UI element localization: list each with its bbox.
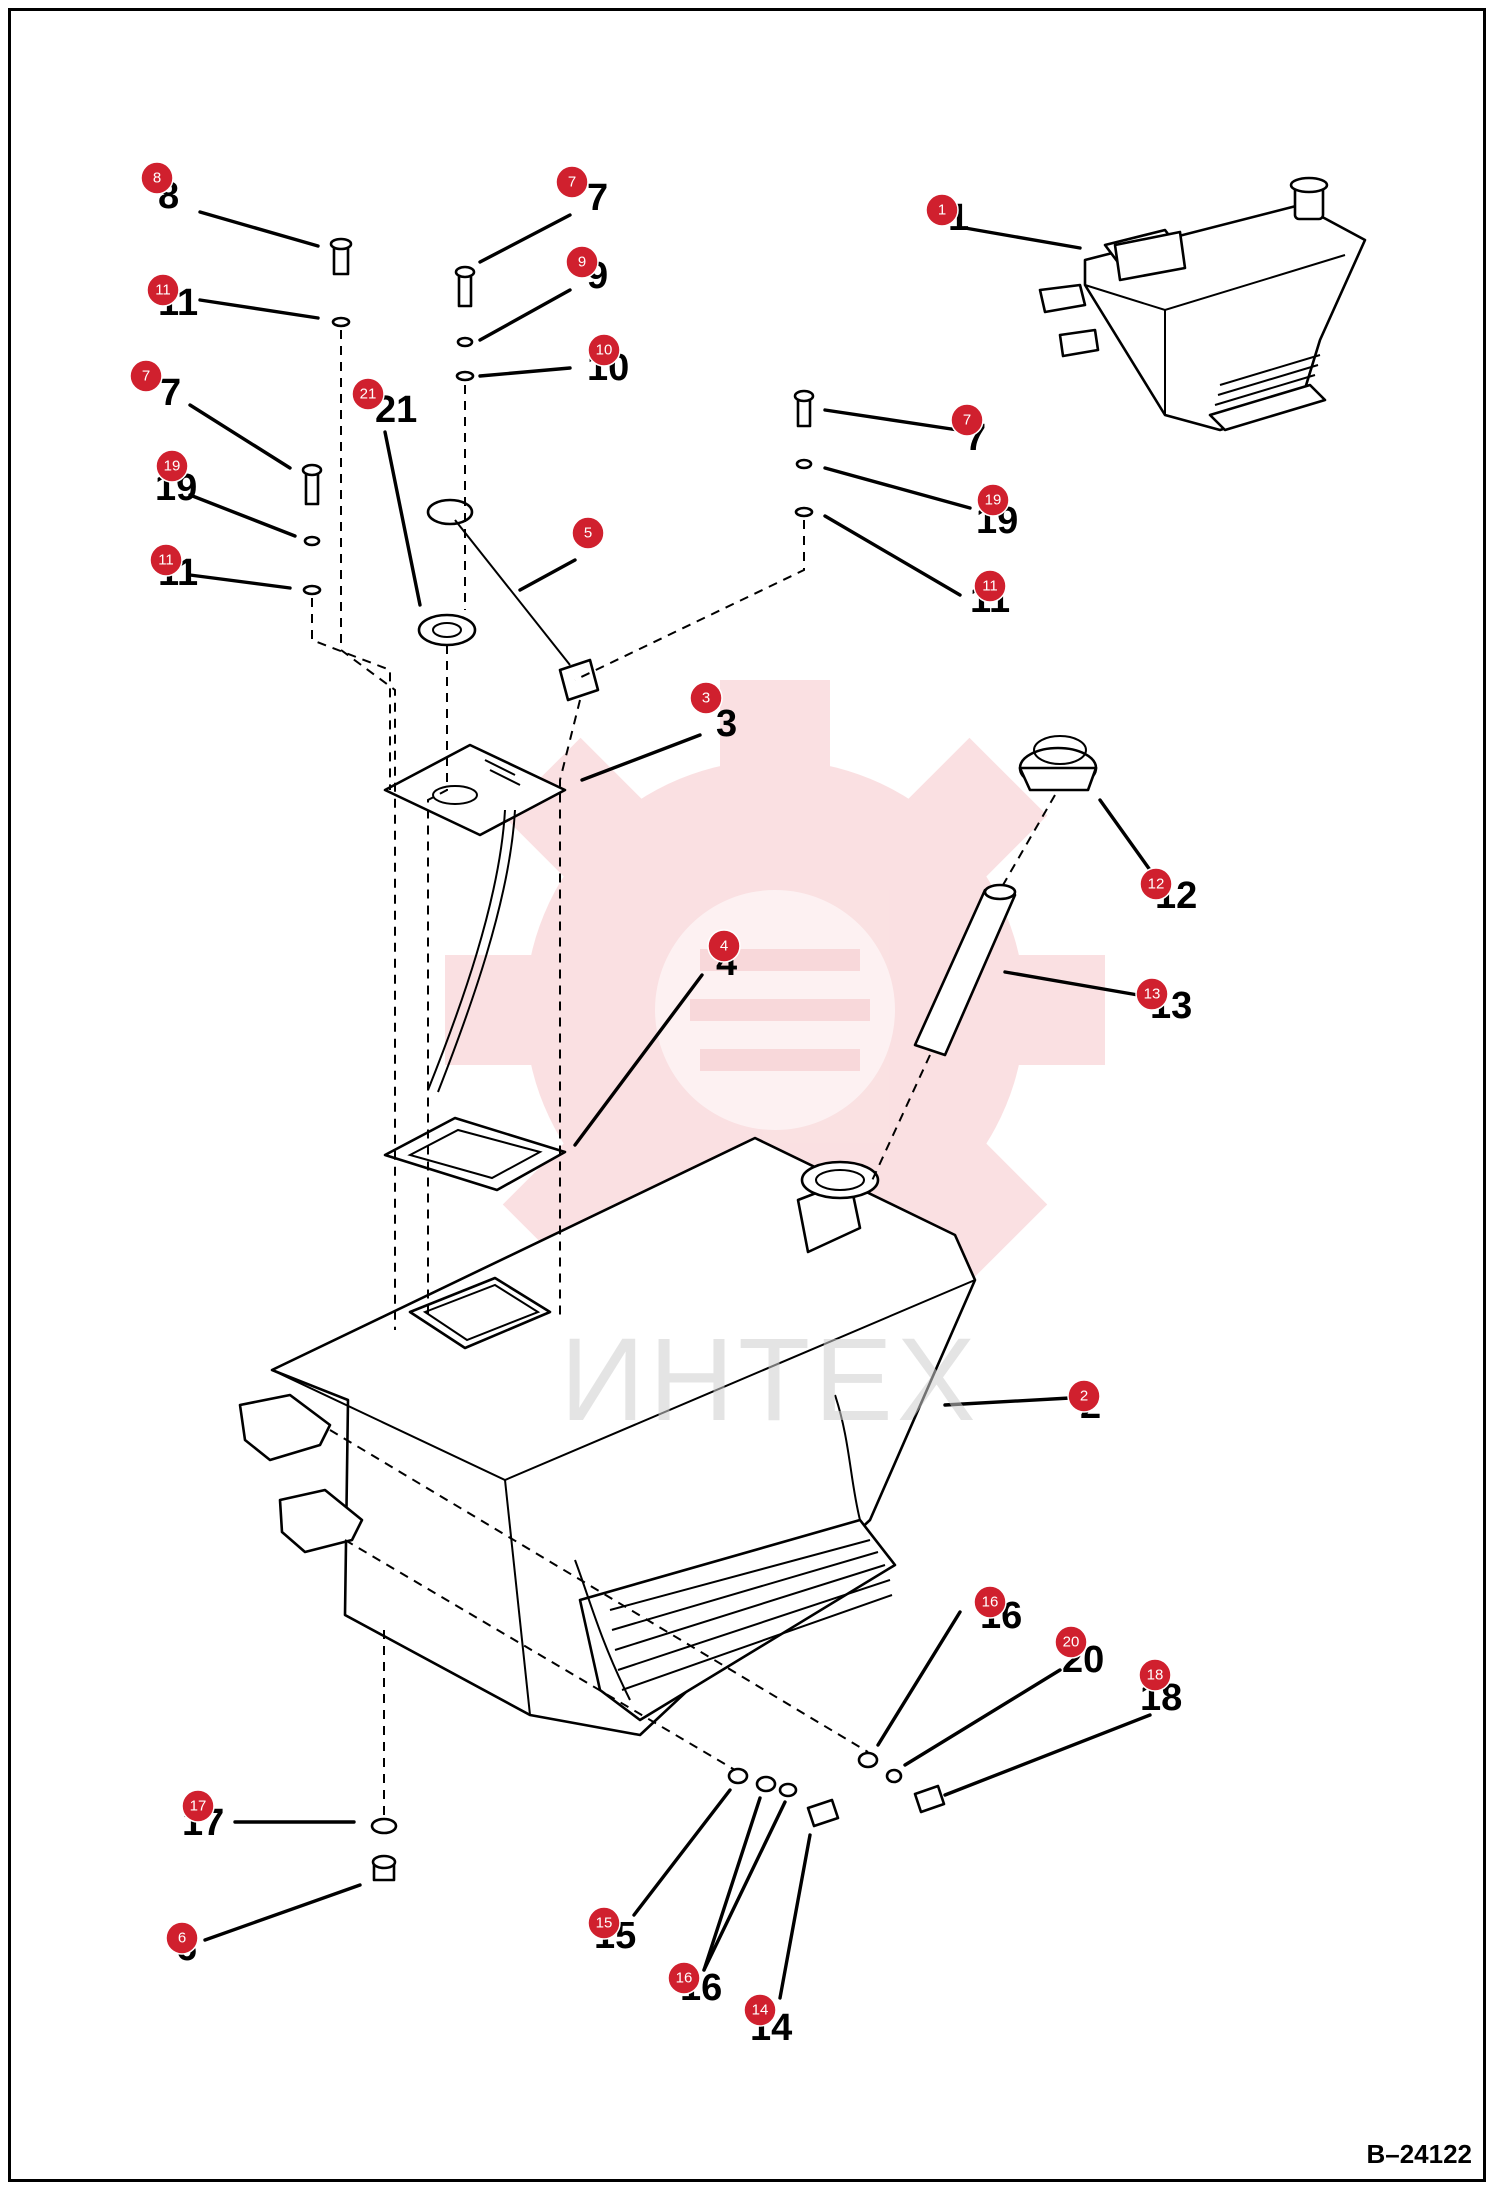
svg-text:12: 12 <box>1148 876 1165 893</box>
gasket-ring <box>417 613 477 647</box>
callout-badge-3[interactable]: 3 <box>689 681 723 715</box>
callout-badge-11[interactable]: 11 <box>149 543 183 577</box>
svg-text:16: 16 <box>982 1594 999 1611</box>
svg-text:2: 2 <box>1080 1388 1088 1405</box>
leader-lines <box>188 210 1152 2000</box>
svg-text:9: 9 <box>578 254 586 271</box>
callout-badges: 8 7 9 10 11 7 19 11 21 5 1 7 19 11 3 4 1… <box>129 161 1173 2027</box>
svg-text:6: 6 <box>178 1930 186 1947</box>
hardware <box>301 237 946 1882</box>
callout-number: 7 <box>587 177 608 219</box>
drawing-frame <box>8 8 1486 2182</box>
callout-badge-2[interactable]: 2 <box>1067 1379 1101 1413</box>
callout-badge-16[interactable]: 16 <box>973 1585 1007 1619</box>
svg-text:11: 11 <box>982 578 998 595</box>
watermark-gear-icon <box>445 680 1105 1340</box>
gasket-plate <box>383 1116 567 1192</box>
drawing-number: B–24122 <box>1366 2139 1472 2169</box>
callout-badge-7[interactable]: 7 <box>555 165 589 199</box>
callout-badge-11[interactable]: 11 <box>146 273 180 307</box>
callout-badge-15[interactable]: 15 <box>587 1906 621 1940</box>
callout-badge-19[interactable]: 19 <box>976 483 1010 517</box>
callout-badge-7[interactable]: 7 <box>950 403 984 437</box>
svg-text:15: 15 <box>596 1915 613 1932</box>
callout-badge-11[interactable]: 11 <box>973 569 1007 603</box>
callout-badge-17[interactable]: 17 <box>181 1789 215 1823</box>
callout-badge-4[interactable]: 4 <box>707 929 741 963</box>
callout-badge-14[interactable]: 14 <box>743 1993 777 2027</box>
sender-hose <box>426 498 600 702</box>
main-fuel-tank <box>238 1136 977 1737</box>
assembly-lines <box>311 330 1056 1815</box>
callout-badge-12[interactable]: 12 <box>1139 867 1173 901</box>
callout-badge-16[interactable]: 16 <box>667 1961 701 1995</box>
callout-badge-21[interactable]: 21 <box>351 377 385 411</box>
svg-text:11: 11 <box>155 282 171 299</box>
svg-text:19: 19 <box>985 492 1002 509</box>
svg-text:1: 1 <box>938 202 946 219</box>
callout-badge-20[interactable]: 20 <box>1054 1625 1088 1659</box>
watermark-text: ИНТЕХ <box>560 1314 980 1446</box>
svg-text:18: 18 <box>1147 1667 1164 1684</box>
callout-badge-6[interactable]: 6 <box>165 1921 199 1955</box>
callout-badge-1[interactable]: 1 <box>925 193 959 227</box>
callout-badge-5[interactable]: 5 <box>571 516 605 550</box>
svg-text:14: 14 <box>752 2002 769 2019</box>
svg-text:7: 7 <box>568 174 576 191</box>
sender-plate <box>383 743 567 1093</box>
svg-text:20: 20 <box>1063 1634 1080 1651</box>
callout-badge-9[interactable]: 9 <box>565 245 599 279</box>
svg-text:19: 19 <box>164 458 181 475</box>
callout-number: 3 <box>716 703 737 745</box>
callout-badge-8[interactable]: 8 <box>140 161 174 195</box>
svg-text:8: 8 <box>153 170 161 187</box>
svg-text:21: 21 <box>360 386 377 403</box>
svg-text:7: 7 <box>963 412 971 429</box>
svg-text:11: 11 <box>158 552 174 569</box>
filler-tube <box>913 883 1017 1057</box>
svg-text:10: 10 <box>596 342 613 359</box>
svg-text:16: 16 <box>676 1970 693 1987</box>
callout-badge-10[interactable]: 10 <box>587 333 621 367</box>
inset-tank <box>1038 176 1367 432</box>
svg-text:4: 4 <box>720 938 728 955</box>
svg-text:3: 3 <box>702 690 710 707</box>
svg-text:7: 7 <box>142 368 150 385</box>
callout-badge-7[interactable]: 7 <box>129 359 163 393</box>
callout-number: 7 <box>160 372 181 414</box>
svg-text:5: 5 <box>584 525 592 542</box>
svg-text:17: 17 <box>190 1798 207 1815</box>
callout-badge-13[interactable]: 13 <box>1135 977 1169 1011</box>
filler-cap <box>1018 735 1098 792</box>
svg-text:13: 13 <box>1144 986 1161 1003</box>
callout-badge-18[interactable]: 18 <box>1138 1658 1172 1692</box>
callout-badge-19[interactable]: 19 <box>155 449 189 483</box>
